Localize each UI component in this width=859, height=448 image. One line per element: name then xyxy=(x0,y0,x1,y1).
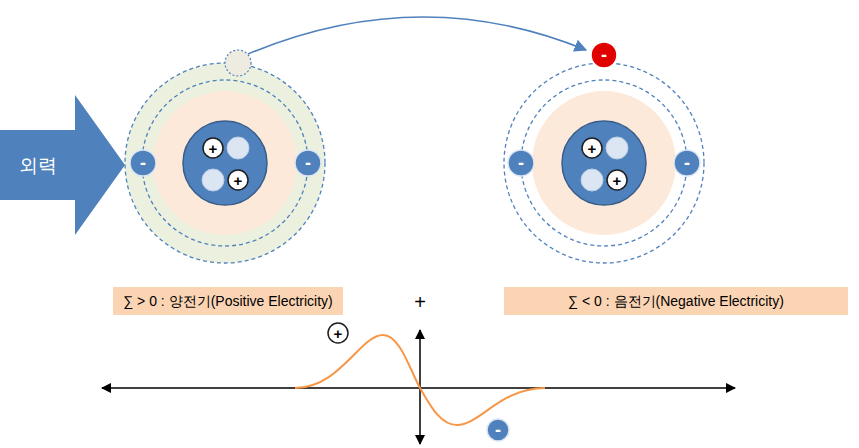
inner-shell xyxy=(153,91,297,235)
outer-shell xyxy=(504,63,704,263)
node-text: + xyxy=(234,173,243,188)
circle-outline xyxy=(487,419,509,441)
right-atom xyxy=(504,63,704,263)
transfer-arrow xyxy=(248,17,586,54)
node-text: - xyxy=(684,154,690,172)
electron-orbit xyxy=(521,80,687,246)
node-text: + xyxy=(588,141,597,156)
circle-outline xyxy=(328,323,348,343)
circle-outline xyxy=(130,150,156,176)
axis-sign: + xyxy=(414,292,426,312)
electron-circle: - xyxy=(486,418,510,442)
node-text: ∑ > 0 : 양전기(Positive Electricity) xyxy=(123,294,333,308)
nucleus xyxy=(183,121,267,205)
node-text: - xyxy=(601,46,607,64)
circle-outline xyxy=(607,170,627,190)
circle-outline xyxy=(295,150,321,176)
horizontal-axis xyxy=(102,387,735,389)
inner-shell xyxy=(532,91,676,235)
node-text: - xyxy=(140,154,146,172)
charge-wave xyxy=(295,335,545,425)
label-box: ∑ > 0 : 양전기(Positive Electricity) xyxy=(113,287,343,315)
circle-outline xyxy=(508,150,534,176)
label-box: ∑ < 0 : 음전기(Negative Electricity) xyxy=(504,287,848,315)
circle-outline xyxy=(582,138,602,158)
electron-circle: - xyxy=(673,149,701,177)
neutron xyxy=(202,169,224,191)
left-atom xyxy=(125,50,325,263)
neutron xyxy=(581,169,603,191)
node-text: + xyxy=(613,173,622,188)
node-text: 외력 xyxy=(0,156,75,175)
proton-circle: + xyxy=(327,322,349,344)
circle-outline xyxy=(203,138,223,158)
electron-circle: - xyxy=(129,149,157,177)
circle-outline xyxy=(674,150,700,176)
circle-outline xyxy=(591,42,617,68)
circle-outline xyxy=(228,170,248,190)
transferred-electron: - xyxy=(590,41,618,69)
node-text: + xyxy=(334,326,343,341)
neutron xyxy=(227,137,249,159)
electron-vacancy xyxy=(225,50,251,76)
node-text: + xyxy=(209,141,218,156)
node-text: - xyxy=(495,421,501,439)
outer-shell xyxy=(125,63,325,263)
neutron xyxy=(606,137,628,159)
node-text: - xyxy=(518,154,524,172)
electron-orbit xyxy=(142,80,308,246)
arrow-body xyxy=(0,95,125,235)
electron-circle: - xyxy=(507,149,535,177)
node-text: - xyxy=(305,154,311,172)
nucleus xyxy=(562,121,646,205)
node-text: ∑ < 0 : 음전기(Negative Electricity) xyxy=(568,294,784,308)
proton-circle: + xyxy=(606,169,628,191)
proton-circle: + xyxy=(227,169,249,191)
proton-circle: + xyxy=(202,137,224,159)
electron-circle: - xyxy=(294,149,322,177)
force-arrow: 외력 xyxy=(0,95,125,235)
proton-circle: + xyxy=(581,137,603,159)
